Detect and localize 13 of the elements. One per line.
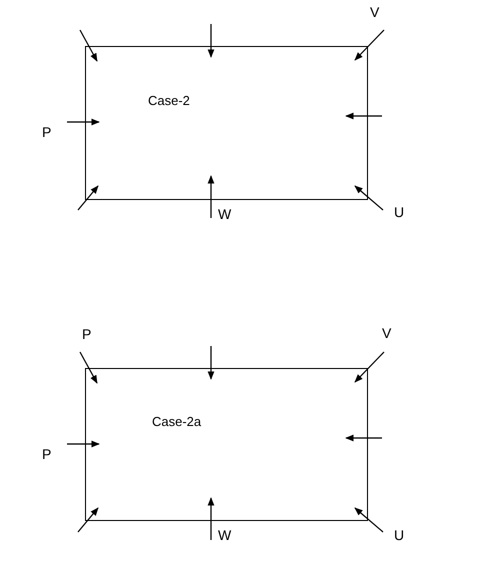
load-label: W	[218, 206, 232, 222]
rectangle-frame	[85, 368, 368, 521]
load-label: U	[394, 527, 404, 543]
load-label: W	[218, 527, 232, 543]
rectangle-frame	[85, 46, 368, 200]
case-label: Case-2	[148, 93, 190, 108]
load-label: U	[394, 204, 404, 220]
load-label: P	[82, 326, 92, 342]
load-label: V	[370, 4, 380, 20]
case-label: Case-2a	[152, 414, 202, 429]
load-label: P	[42, 124, 52, 140]
load-label: V	[382, 325, 392, 341]
load-label: P	[42, 446, 52, 462]
